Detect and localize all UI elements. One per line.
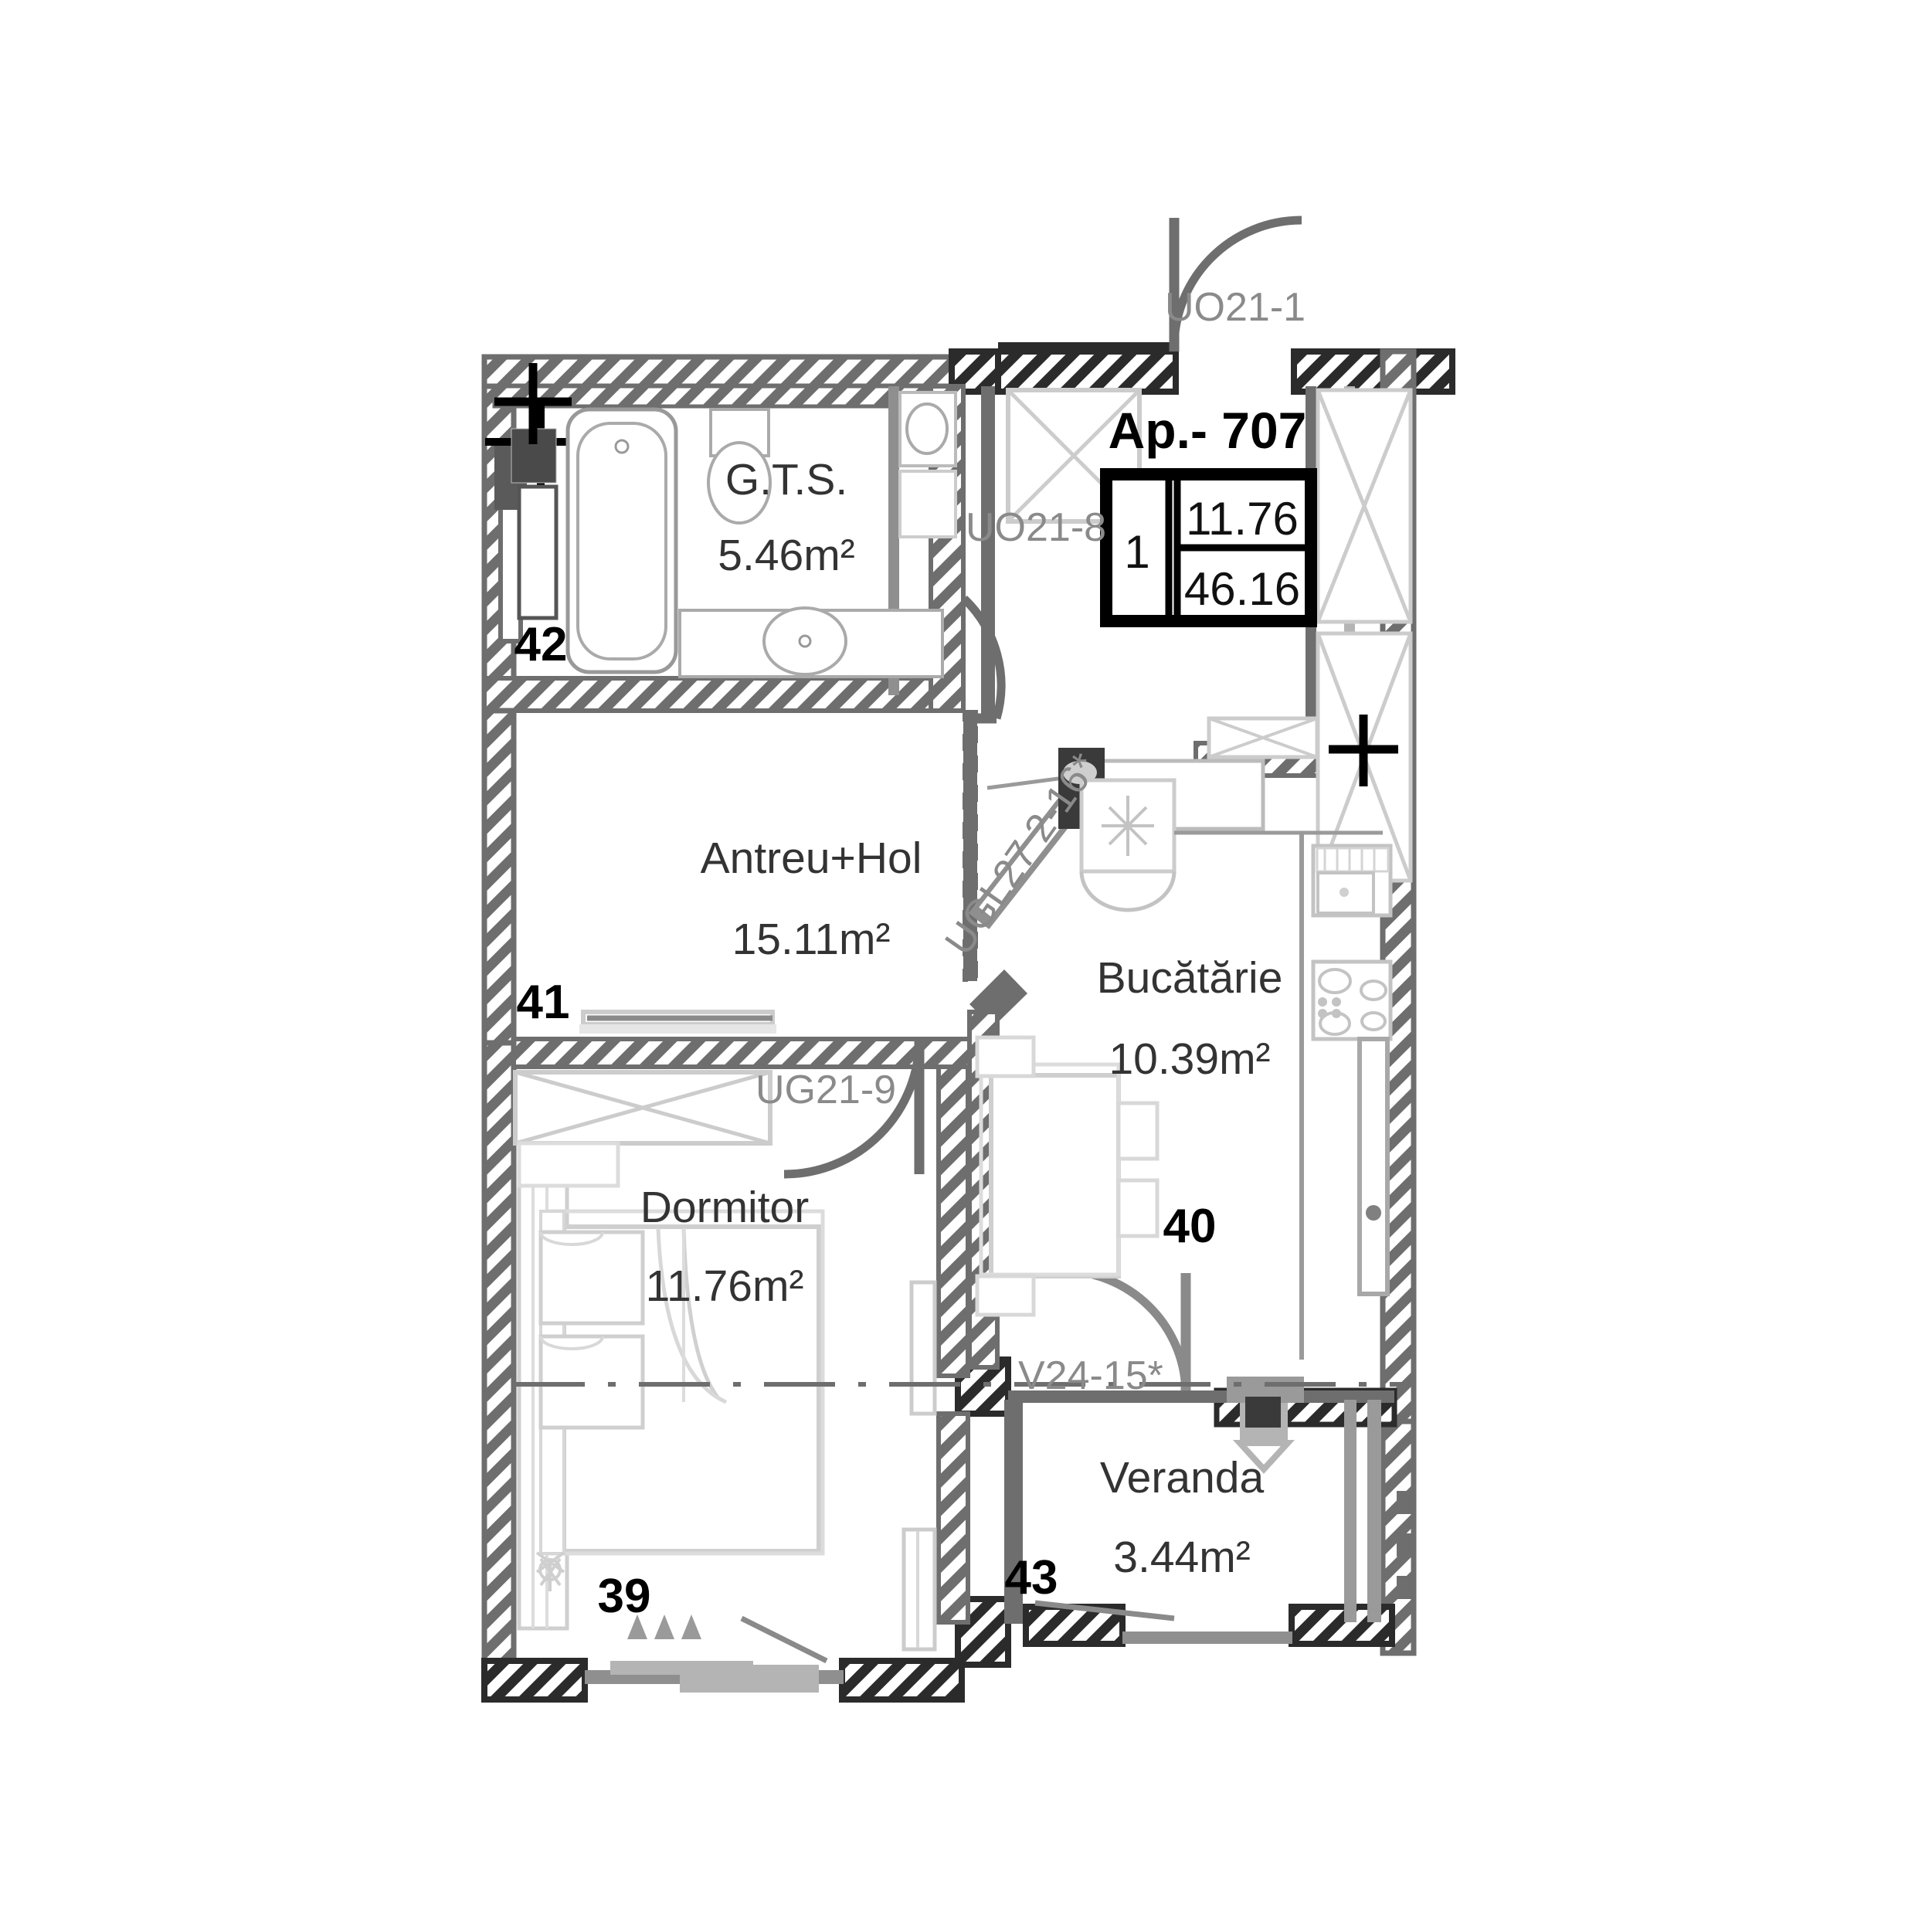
dining-table-icon [975,1035,1160,1317]
chair-icon [975,1035,1036,1078]
veranda-elements [1227,1377,1304,1474]
room-marker-40: 40 [1163,1200,1217,1253]
chair-icon [975,1274,1036,1317]
chair-icon [1116,1101,1160,1161]
cross-marks [494,363,1398,786]
room-area-dormitor: 11.76m² [646,1261,804,1311]
apartment-title: Ap.- 707 [1109,402,1307,459]
room-marker-43: 43 [1005,1551,1058,1604]
room-area-gts: 5.46m² [718,531,854,580]
room-marker-39: 39 [598,1570,651,1623]
level-triangles [627,1615,701,1639]
room-markers: 42 41 40 39 43 [514,618,1217,1623]
washbasin-icon [762,606,847,676]
refrigerator-icon [1079,778,1177,912]
washer-icon [898,391,957,467]
room-area-veranda: 3.44m² [1113,1533,1250,1582]
cooktop-icon [1311,959,1393,1041]
window-bedroom [513,1070,772,1146]
room-name-bucatarie: Bucătărie [1097,953,1283,1003]
room-marker-41: 41 [517,976,570,1029]
radiator-icon [909,1280,937,1416]
room-area-bucatarie: 10.39m² [1109,1034,1270,1084]
summary-rooms-count: 1 [1124,526,1149,578]
bathroom-fixtures [511,391,957,678]
opening-label-uo21-8: UO21-8 [966,505,1106,550]
veranda-fitting-icon [1232,1440,1295,1474]
window-kitchen-top [1207,716,1319,759]
bathtub-icon [565,407,678,674]
pillow-icon [538,1230,645,1326]
shower-riser [517,484,559,620]
opening-label-v24-15: V24-15* [1018,1353,1163,1398]
room-area-antreu: 15.11m² [732,915,891,964]
room-name-dormitor: Dormitor [640,1183,810,1232]
kitchen-column [1357,1037,1390,1296]
door-swing-bathroom [961,596,1006,720]
window-entry-right-upper [1316,388,1413,624]
bedroom-right-wall [936,1064,970,1378]
chair-icon [1116,1178,1160,1238]
kitchen-sink-icon [1311,844,1393,918]
summary-total-area: 46.16 [1184,563,1300,615]
entry-left-wall [981,386,995,720]
bedroom-top-wall [511,1037,972,1069]
opening-label-uo21-1: UO21-1 [1165,285,1306,330]
leader-lines [587,1015,1175,1664]
window-bottom-bedroom [610,1661,753,1675]
room-name-antreu: Antreu+Hol [701,834,922,883]
doors [783,216,1302,1391]
room-labels: G.T.S. 5.46m² Antreu+Hol 15.11m² Bucătăr… [640,455,1283,1582]
plant-icon [535,1551,565,1591]
bathroom-bottom-wall [482,676,966,713]
room-name-gts: G.T.S. [725,455,847,504]
room-name-veranda: Veranda [1100,1453,1265,1502]
veranda-glazing [1344,1400,1412,1622]
room-marker-42: 42 [514,618,568,671]
opening-label-ug21-9: UG21-9 [755,1068,896,1112]
toilet-icon [707,408,772,525]
summary-living-area: 11.76 [1186,493,1299,545]
kitchen-fixtures [975,748,1393,1360]
apartment-summary-table [1100,468,1317,627]
